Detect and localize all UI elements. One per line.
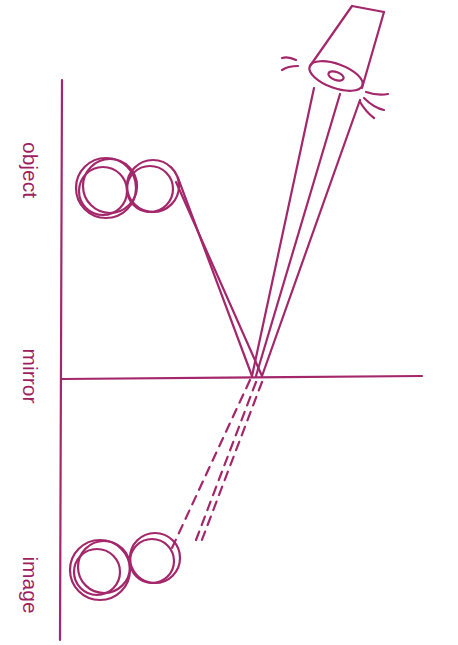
axis-line	[60, 80, 62, 640]
axis-label: mirror	[20, 349, 41, 404]
axis-label: image	[20, 556, 41, 613]
reflected-rays	[252, 88, 360, 376]
incident-rays	[176, 178, 262, 376]
mirror-line	[62, 376, 422, 379]
axis-label: object	[20, 142, 41, 198]
image-figure	[70, 533, 180, 600]
object-figure	[76, 158, 179, 218]
eye-figure	[282, 6, 388, 118]
virtual-rays	[172, 380, 262, 548]
